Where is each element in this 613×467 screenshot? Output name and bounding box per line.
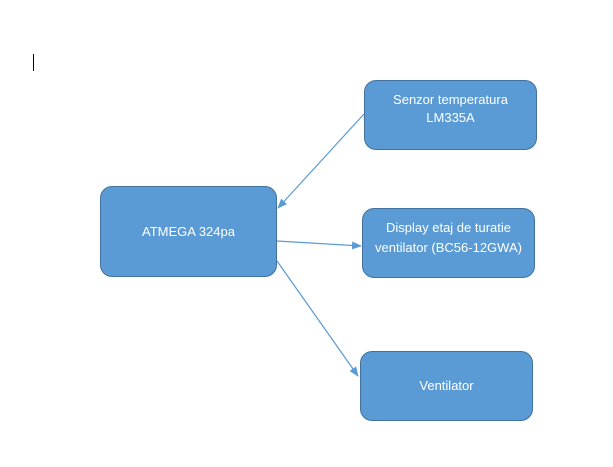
mcu-node[interactable]: ATMEGA 324pa [100,186,277,277]
text-cursor [33,54,34,71]
fan-node[interactable]: Ventilator [360,351,533,421]
temperature-sensor-node-label: Senzor temperatura LM335A [393,92,508,125]
display-node-label: Display etaj de turatie ventilator (BC56… [375,220,522,255]
arrow-mcu-to-display [276,240,362,250]
temperature-sensor-node[interactable]: Senzor temperatura LM335A [364,80,537,150]
display-node[interactable]: Display etaj de turatie ventilator (BC56… [362,208,535,278]
mcu-node-label: ATMEGA 324pa [142,223,235,239]
arrow-mcu-to-fan [276,260,359,377]
fan-node-label: Ventilator [419,378,474,393]
arrow-sensor-to-mcu [277,113,365,209]
